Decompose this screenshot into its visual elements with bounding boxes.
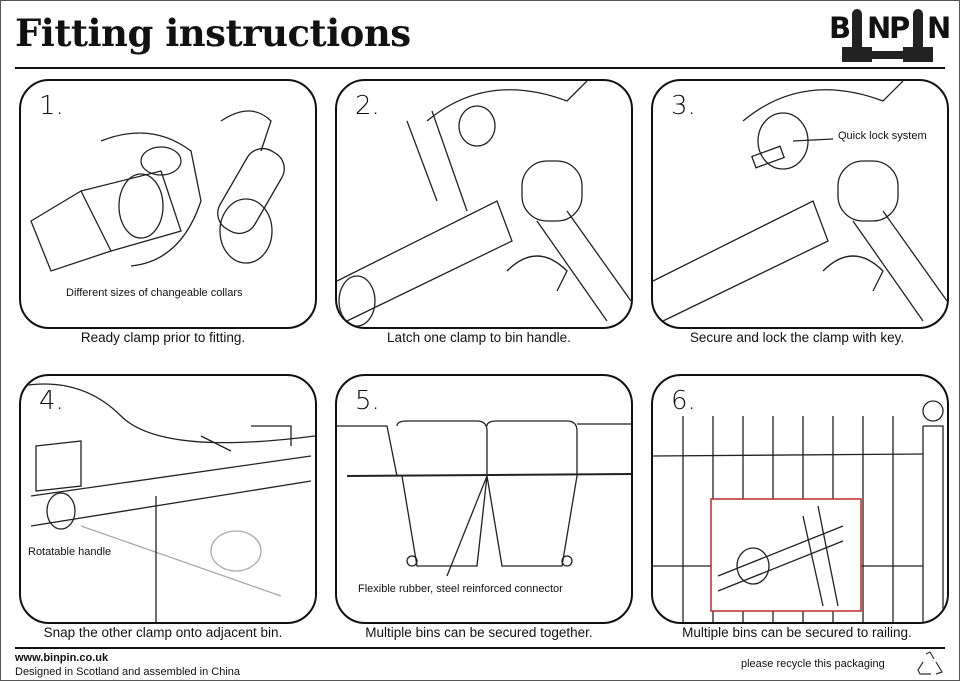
step-number: 2. — [355, 91, 380, 121]
connector-annotation: Flexible rubber, steel reinforced connec… — [357, 583, 564, 595]
step-2-panel: 2. — [335, 79, 633, 329]
footer-rule — [15, 647, 945, 649]
recycle-text: please recycle this packaging — [741, 658, 885, 670]
latch-illustration — [337, 81, 631, 327]
step-1-caption: Ready clamp prior to fitting. — [80, 330, 246, 345]
clamp-illustration — [30, 110, 285, 272]
website-text: www.binpin.co.uk — [15, 652, 109, 664]
step-5-panel: 5. Flexible rubber, steel reinforced con… — [335, 374, 633, 624]
step-4-caption: Snap the other clamp onto adjacent bin. — [43, 625, 283, 640]
step-number: 6. — [671, 386, 696, 416]
origin-text: Designed in Scotland and assembled in Ch… — [15, 666, 241, 678]
step-6-caption: Multiple bins can be secured to railing. — [682, 625, 912, 640]
page-title: Fitting instructions — [15, 11, 411, 55]
step-5-caption: Multiple bins can be secured together. — [365, 625, 593, 640]
bins-together-illustration — [337, 420, 631, 577]
step-1-panel: 1. Different sizes of changeable collars — [19, 79, 317, 329]
step-3-caption: Secure and lock the clamp with key. — [689, 330, 905, 345]
lock-illustration — [653, 81, 947, 322]
step-number: 3. — [671, 91, 696, 121]
railing-illustration — [653, 400, 944, 622]
collars-annotation: Different sizes of changeable collars — [65, 287, 244, 299]
header-rule — [15, 67, 945, 69]
step-number: 1. — [39, 91, 64, 121]
quick-lock-annotation: Quick lock system — [837, 130, 928, 142]
step-2-caption: Latch one clamp to bin handle. — [387, 330, 571, 345]
recycle-icon — [917, 651, 943, 675]
step-4-panel: 4. Rotatable handle — [19, 374, 317, 624]
snap-illustration — [21, 383, 315, 622]
step-number: 4. — [39, 386, 64, 416]
rotatable-handle-annotation: Rotatable handle — [27, 546, 113, 558]
step-number: 5. — [355, 386, 380, 416]
step-3-panel: 3. Quick lock system — [651, 79, 949, 329]
step-6-panel: 6. — [651, 374, 949, 624]
